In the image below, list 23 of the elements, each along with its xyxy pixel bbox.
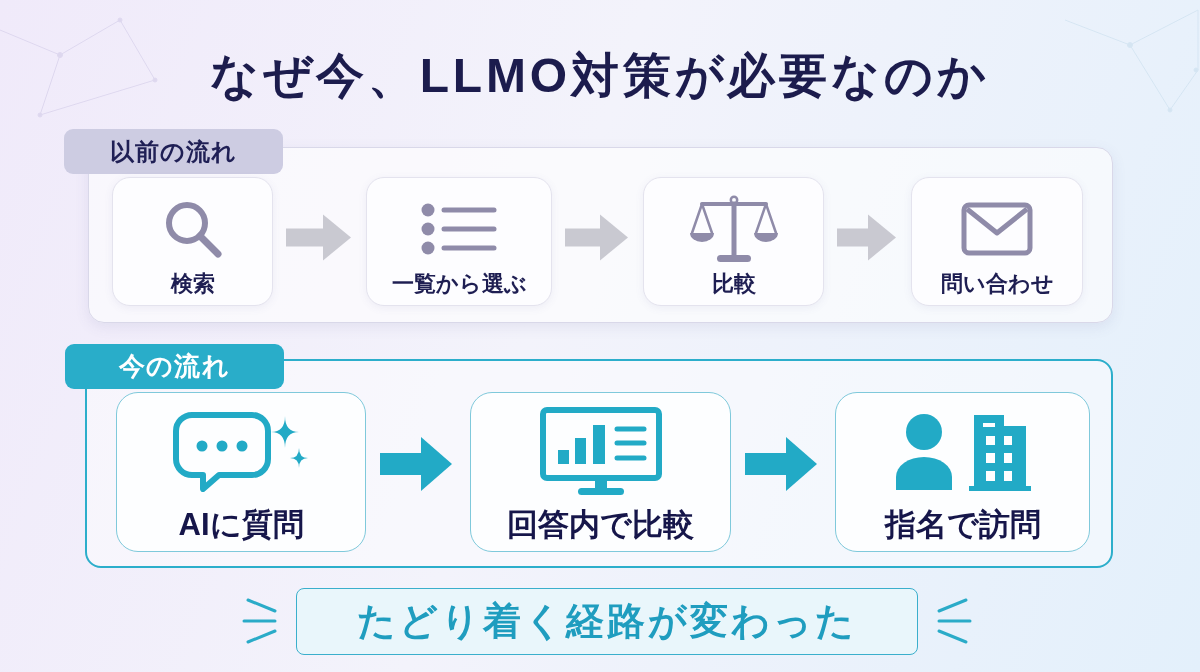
block-arrow	[565, 214, 628, 261]
step-label: 回答内で比較	[507, 506, 694, 544]
step-card	[116, 392, 366, 552]
step-label: 一覧から選ぶ	[391, 271, 527, 298]
step-card	[470, 392, 731, 552]
step-label: 比較	[711, 271, 756, 298]
step-card	[835, 392, 1090, 552]
block-arrow	[286, 214, 351, 261]
block-arrow	[380, 437, 452, 491]
block-arrow	[745, 437, 817, 491]
step-label: 検索	[170, 271, 215, 298]
block-arrow	[837, 214, 896, 261]
step-card	[366, 177, 552, 306]
step-label: 指名で訪問	[884, 506, 1041, 544]
step-label: 問い合わせ	[940, 271, 1054, 298]
title: なぜ今、LLMO対策が必要なのか	[210, 48, 990, 104]
section-tab: 今の流れ	[65, 344, 284, 389]
section-tab: 以前の流れ	[64, 129, 283, 174]
conclusion-banner: たどり着く経路が変わった	[296, 588, 918, 655]
step-label: AIに質問	[178, 506, 304, 544]
step-card	[911, 177, 1083, 306]
step-card	[643, 177, 824, 306]
step-card	[112, 177, 273, 306]
